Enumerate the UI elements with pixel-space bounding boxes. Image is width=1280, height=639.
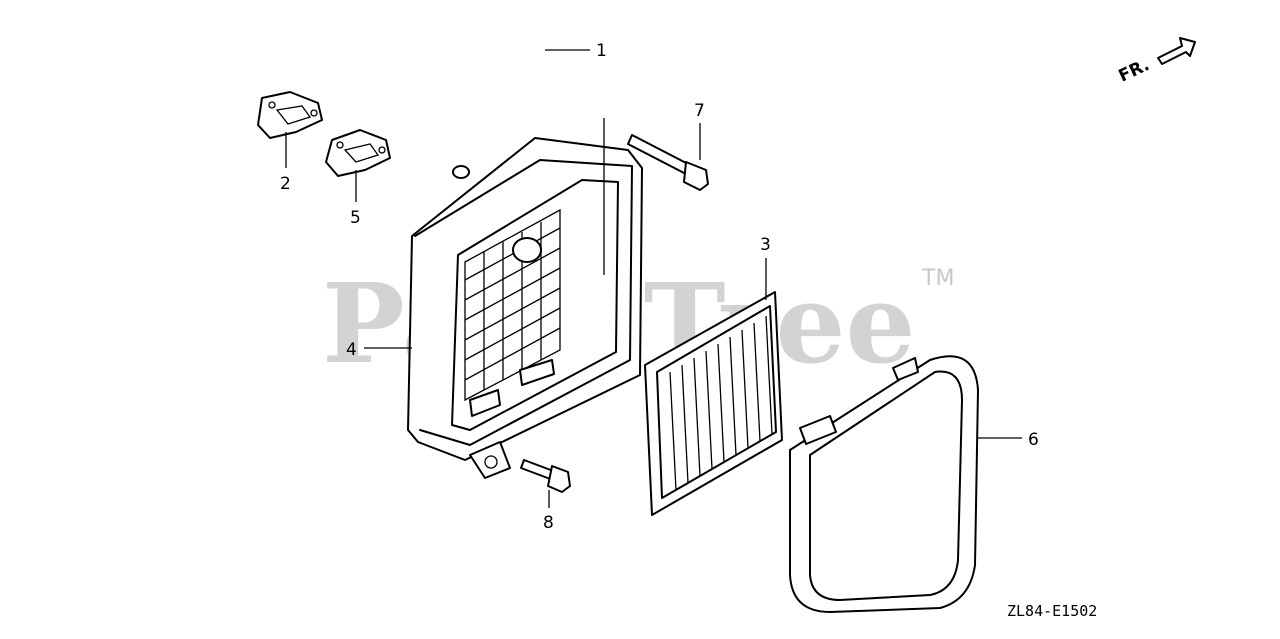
front-direction-arrow: FR. xyxy=(1116,37,1196,87)
part-6-air-cleaner-cover xyxy=(789,355,979,613)
part-7-bolt xyxy=(627,134,709,191)
diagram-code: ZL84-E1502 xyxy=(1007,602,1097,620)
part-8-bolt xyxy=(520,459,571,493)
part-5-gasket xyxy=(325,129,391,177)
part-4-air-cleaner-case xyxy=(407,137,643,479)
callout-5: 5 xyxy=(350,208,361,228)
callout-7: 7 xyxy=(694,101,705,121)
callout-4: 4 xyxy=(346,340,357,360)
callout-3: 3 xyxy=(760,235,771,255)
part-3-filter-element xyxy=(644,291,783,516)
callout-2: 2 xyxy=(280,174,291,194)
part-2-gasket xyxy=(257,91,323,139)
watermark-trademark: TM xyxy=(921,266,954,291)
front-direction-label: FR. xyxy=(1116,55,1153,86)
callout-1: 1 xyxy=(596,41,607,61)
callout-8: 8 xyxy=(543,513,554,533)
part-1-breather-tube xyxy=(430,15,548,184)
leader-lines xyxy=(285,49,1022,508)
callout-6: 6 xyxy=(1028,430,1039,450)
